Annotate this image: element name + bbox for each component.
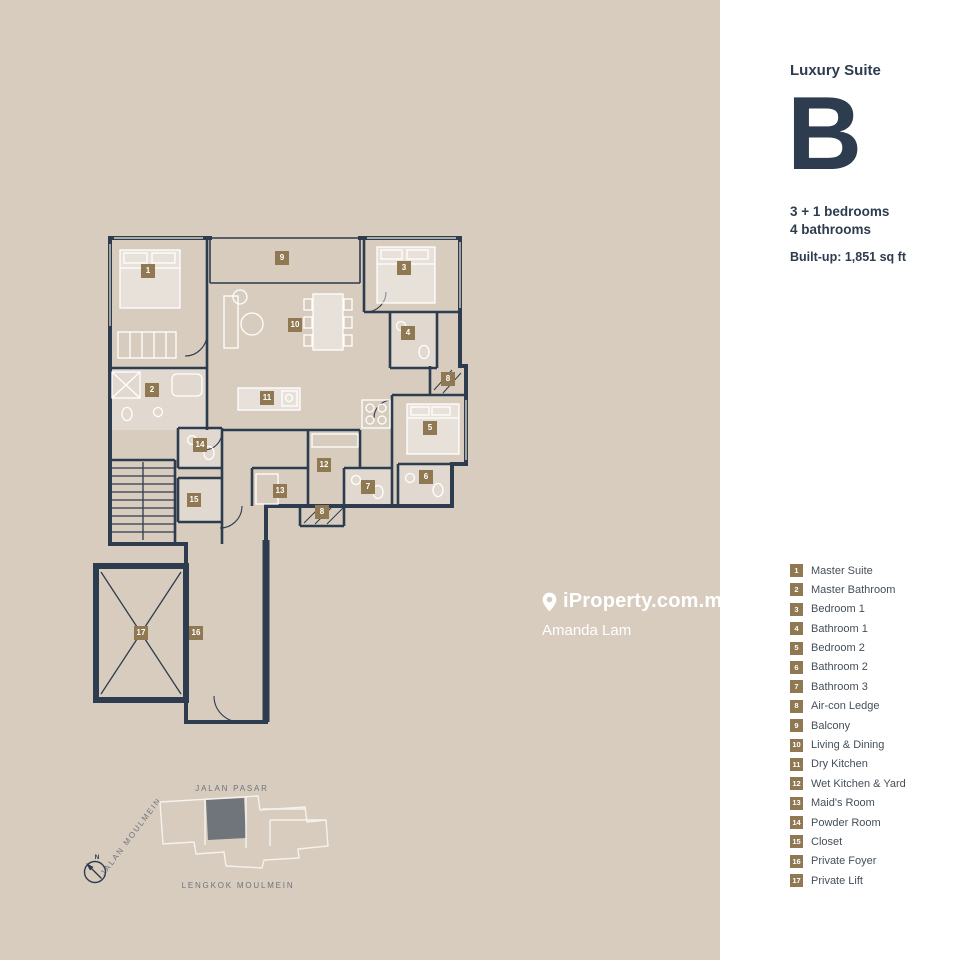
room-marker-17: 17 [134,626,148,640]
legend-item-14: 14 Powder Room [790,816,958,830]
suite-built-up: Built-up: 1,851 sq ft [790,250,906,265]
suite-bathrooms: 4 bathrooms [790,221,872,237]
legend-item-15: 15 Closet [790,835,958,849]
legend-number-badge: 5 [790,641,803,655]
suite-letter: B [787,76,863,192]
street-label-bottom: LENGKOK MOULMEIN [182,881,295,890]
room-marker-16: 16 [189,626,203,640]
legend-label: Bedroom 2 [811,642,865,655]
floor-plan-panel: JALAN PASAR JALAN MOULMEIN LENGKOK MOULM… [0,0,720,960]
legend-label: Bathroom 1 [811,622,868,635]
legend-label: Wet Kitchen & Yard [811,777,906,790]
room-marker-10: 10 [288,318,302,332]
legend-label: Dry Kitchen [811,758,868,771]
legend-number-badge: 2 [790,583,803,597]
room-marker-6: 6 [419,470,433,484]
watermark: iProperty.com.my Amanda Lam [542,590,734,639]
legend-number-badge: 8 [790,699,803,713]
watermark-brand: iProperty.com.my [563,590,734,612]
room-marker-13: 13 [273,484,287,498]
room-marker-1: 1 [141,264,155,278]
legend-item-4: 4 Bathroom 1 [790,622,958,636]
legend-item-2: 2 Master Bathroom [790,583,958,597]
legend-number-badge: 14 [790,816,803,830]
legend-item-7: 7 Bathroom 3 [790,680,958,694]
watermark-agent: Amanda Lam [542,622,632,639]
legend-label: Master Suite [811,564,873,577]
legend-label: Maid's Room [811,797,875,810]
legend-number-badge: 3 [790,602,803,616]
legend-item-13: 13 Maid's Room [790,796,958,810]
legend-number-badge: 15 [790,835,803,849]
legend-item-11: 11 Dry Kitchen [790,757,958,771]
room-marker-8: 8 [315,505,329,519]
legend-number-badge: 16 [790,854,803,868]
room-marker-2: 2 [145,383,159,397]
legend-label: Living & Dining [811,739,885,752]
legend-item-5: 5 Bedroom 2 [790,641,958,655]
room-marker-14: 14 [193,438,207,452]
room-marker-11: 11 [260,391,274,405]
legend-item-17: 17 Private Lift [790,874,958,888]
legend-number-badge: 1 [790,564,803,577]
legend-item-1: 1 Master Suite [790,564,958,577]
legend-number-badge: 10 [790,738,803,752]
room-marker-4: 4 [401,326,415,340]
legend-number-badge: 4 [790,622,803,636]
legend-number-badge: 6 [790,660,803,674]
legend-item-12: 12 Wet Kitchen & Yard [790,777,958,791]
legend-label: Master Bathroom [811,583,896,596]
legend-number-badge: 12 [790,777,803,791]
room-marker-7: 7 [361,480,375,494]
legend-label: Bathroom 3 [811,680,868,693]
legend-item-10: 10 Living & Dining [790,738,958,752]
legend-label: Closet [811,835,843,848]
room-marker-9: 9 [275,251,289,265]
legend: 1 Master Suite 2 Master Bathroom 3 Bedroom 1 4… [790,564,958,894]
legend-number-badge: 13 [790,796,803,810]
legend-label: Bathroom 2 [811,661,868,674]
room-marker-3: 3 [397,261,411,275]
legend-label: Air-con Ledge [811,700,880,713]
legend-label: Bedroom 1 [811,603,865,616]
legend-item-9: 9 Balcony [790,719,958,733]
room-marker-12: 12 [317,458,331,472]
legend-number-badge: 11 [790,757,803,771]
legend-label: Powder Room [811,816,881,829]
legend-item-6: 6 Bathroom 2 [790,660,958,674]
staircase-treads [112,462,174,540]
legend-number-badge: 7 [790,680,803,694]
suite-type-label: Luxury Suite [790,62,881,79]
site-map-highlighted-tower [206,798,246,840]
floor-plan-svg: JALAN PASAR JALAN MOULMEIN LENGKOK MOULM… [83,235,468,890]
room-marker-15: 15 [187,493,201,507]
compass-north-label: N [95,854,100,861]
legend-label: Private Lift [811,874,863,887]
suite-bedrooms: 3 + 1 bedrooms [790,204,890,220]
legend-label: Private Foyer [811,855,877,868]
room-marker-8: 8 [441,372,455,386]
street-label-top: JALAN PASAR [195,784,268,793]
compass-icon: N [83,854,107,884]
legend-number-badge: 17 [790,874,803,888]
legend-item-8: 8 Air-con Ledge [790,699,958,713]
room-marker-5: 5 [423,421,437,435]
location-pin-icon [542,592,557,611]
legend-item-16: 16 Private Foyer [790,854,958,868]
legend-label: Balcony [811,719,851,732]
legend-number-badge: 9 [790,719,803,733]
info-panel: Luxury Suite B 3 + 1 bedrooms 4 bathroom… [720,0,960,960]
legend-item-3: 3 Bedroom 1 [790,602,958,616]
site-map-building-outline [159,795,329,869]
floor-plan-markers: 1 9 3 10 4 2 8 11 5 14 12 6 13 7 15 8 17 16 [134,251,455,640]
